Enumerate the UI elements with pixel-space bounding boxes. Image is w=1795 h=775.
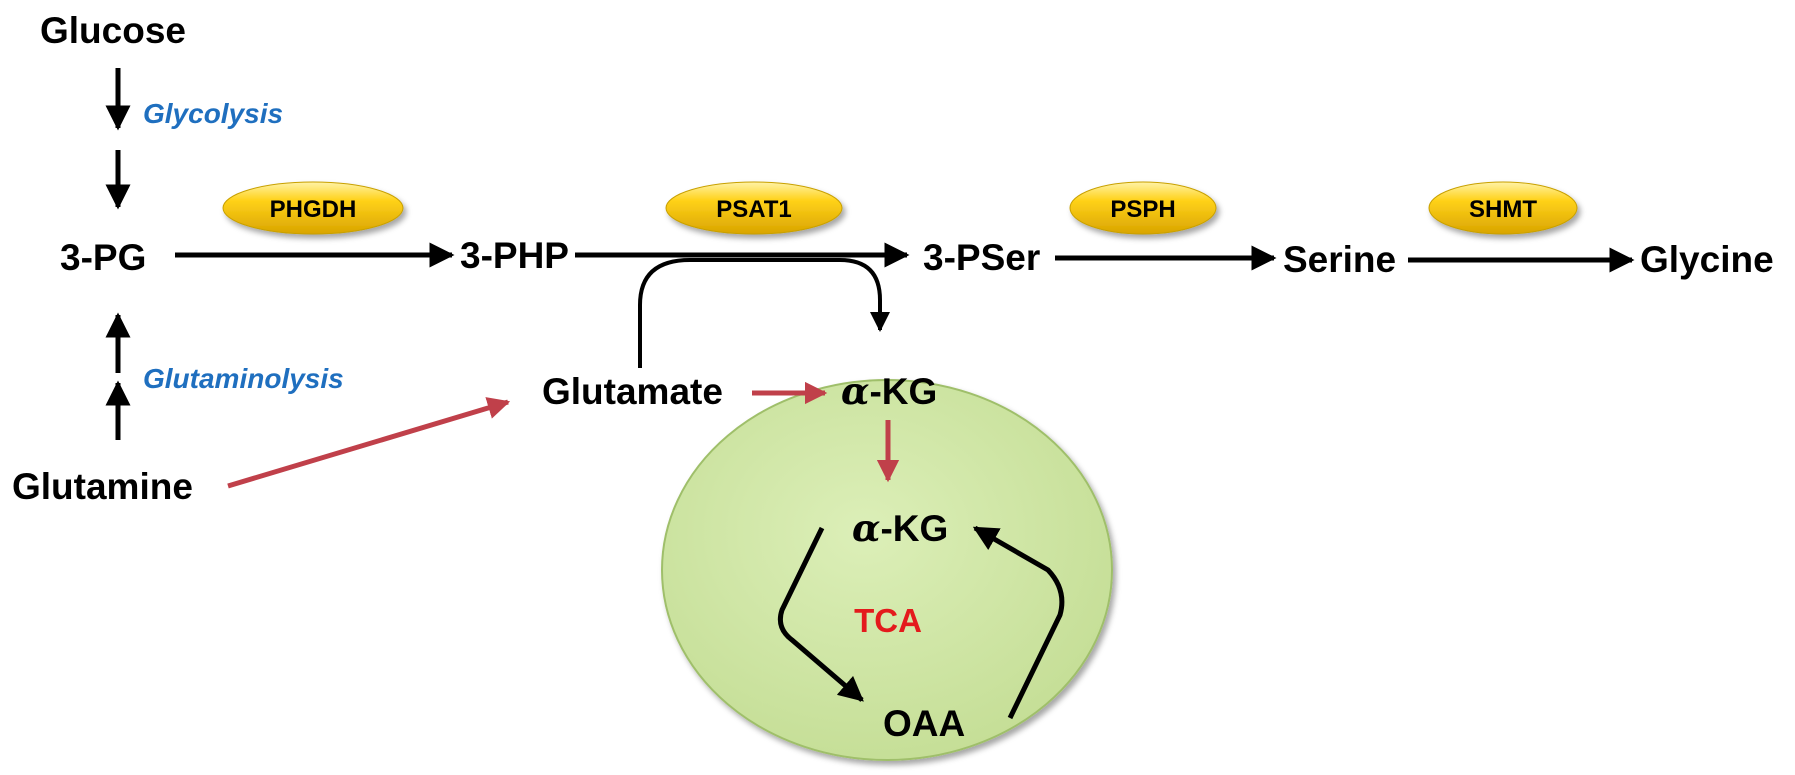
enzyme-shmt: SHMT <box>1428 181 1578 235</box>
enzyme-shmt-label: SHMT <box>1469 196 1537 223</box>
tca-label: TCA <box>854 602 922 639</box>
metabolite-glutamate: Glutamate <box>542 371 723 412</box>
enzyme-psph-label: PSPH <box>1110 196 1175 223</box>
metabolite-oaa: OAA <box>883 703 965 744</box>
enzyme-psat1-label: PSAT1 <box>716 196 792 223</box>
metabolite-serine: Serine <box>1283 239 1396 280</box>
enzyme-phgdh: PHGDH <box>222 181 404 235</box>
arrow-tca-oaa-to-akg <box>972 525 1065 720</box>
process-glutaminolysis: Glutaminolysis <box>143 363 344 394</box>
enzyme-phgdh-label: PHGDH <box>270 196 357 223</box>
arrow-glutamine-to-glutamate <box>227 397 511 489</box>
enzyme-shmt-shape <box>1428 181 1578 235</box>
mitochondrion-ellipse <box>661 379 1113 761</box>
metabolite-3php: 3-PHP <box>460 235 569 276</box>
metabolite-3pg: 3-PG <box>60 237 146 278</box>
metabolite-akg-mito: α-KG <box>852 506 948 550</box>
metabolite-akg-mito-greek: α <box>852 506 880 550</box>
metabolite-akg-cytosol-greek: α <box>841 369 869 413</box>
enzyme-psat1: PSAT1 <box>665 181 843 235</box>
metabolite-akg-cytosol: α-KG <box>841 369 937 413</box>
enzyme-psph: PSPH <box>1069 181 1217 235</box>
metabolite-3pser: 3-PSer <box>923 237 1040 278</box>
metabolite-akg-mito-suffix: -KG <box>880 508 948 549</box>
metabolite-glucose: Glucose <box>40 10 186 51</box>
process-glycolysis: Glycolysis <box>143 98 283 129</box>
metabolite-glutamine: Glutamine <box>12 466 193 507</box>
metabolite-glycine: Glycine <box>1640 239 1774 280</box>
enzyme-psat1-shape <box>665 181 843 235</box>
arrow-tca-akg-to-oaa <box>777 526 864 702</box>
enzyme-psph-shape <box>1069 181 1217 235</box>
metabolite-akg-cytosol-suffix: -KG <box>869 371 937 412</box>
arrow-transamination-curve <box>638 258 890 368</box>
enzyme-phgdh-shape <box>222 181 404 235</box>
